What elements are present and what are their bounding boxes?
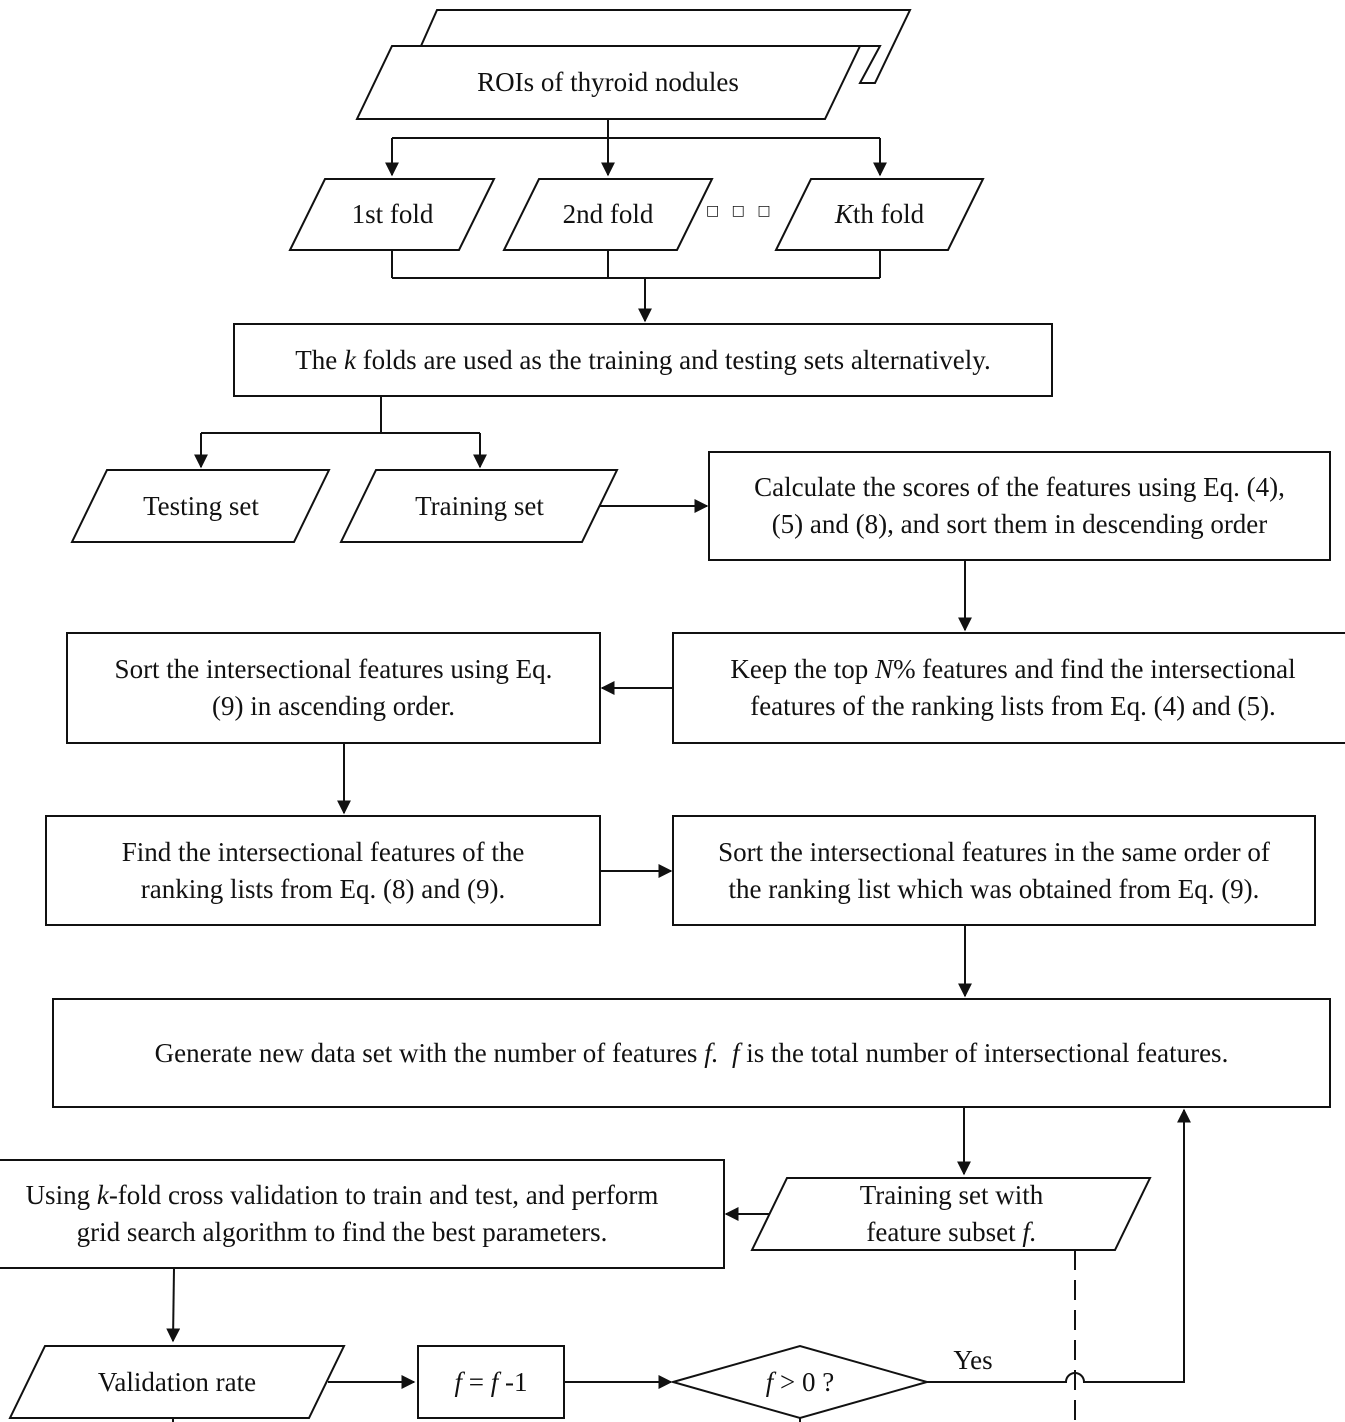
keep-top-label: Keep the top N% features and find the in… bbox=[673, 633, 1345, 743]
generate-f1: f. bbox=[704, 1037, 719, 1068]
validation-rate-shape bbox=[8, 1345, 346, 1419]
fold-1-text: 1st fold bbox=[351, 199, 434, 229]
fold-1-shape bbox=[288, 178, 496, 251]
fold-k-italic: K bbox=[834, 199, 853, 229]
sort-same-shape bbox=[672, 815, 1316, 926]
roi-input-text: ROIs of thyroid nodules bbox=[477, 67, 739, 97]
fold-k-text: th fold bbox=[852, 199, 925, 229]
generate-f2: f bbox=[731, 1037, 740, 1068]
alternation-box-shape bbox=[233, 323, 1053, 397]
keep-top-post: % features and find the intersectional bbox=[893, 654, 1296, 684]
cross-validation-pre: Using bbox=[25, 1180, 97, 1210]
alternation-label: The k folds are used as the training and… bbox=[234, 324, 1052, 396]
cross-validation-label: Using k-fold cross validation to train a… bbox=[0, 1160, 724, 1268]
training-subset-shape bbox=[750, 1177, 1152, 1251]
alternation-post: folds are used as the training and testi… bbox=[355, 344, 991, 375]
find-intersect-label: Find the intersectional features of the … bbox=[46, 816, 600, 925]
testing-set-text: Testing set bbox=[143, 490, 259, 521]
cross-validation-line2: grid search algorithm to find the best p… bbox=[76, 1217, 608, 1247]
roi-shape-front bbox=[355, 45, 862, 120]
find-intersect-text: Find the intersectional features of the … bbox=[121, 836, 525, 904]
decrement-shape bbox=[417, 1345, 565, 1419]
calc-scores-label: Calculate the scores of the features usi… bbox=[709, 452, 1330, 560]
sort-asc-label: Sort the intersectional features using E… bbox=[67, 633, 600, 743]
cross-validation-shape bbox=[0, 1159, 725, 1269]
generate-label: Generate new data set with the number of… bbox=[53, 999, 1330, 1107]
generate-pre: Generate new data set with the number of… bbox=[154, 1037, 705, 1068]
fold-k-label: Kth fold bbox=[787, 179, 972, 250]
yes-text: Yes bbox=[953, 1344, 993, 1375]
validation-rate-text: Validation rate bbox=[97, 1366, 257, 1397]
validation-rate-label: Validation rate bbox=[27, 1346, 327, 1418]
keep-top-pre: Keep the top bbox=[730, 654, 876, 684]
sort-same-label: Sort the intersectional features in the … bbox=[673, 816, 1315, 925]
generate-post: is the total number of intersectional fe… bbox=[739, 1037, 1229, 1068]
fold-2-shape bbox=[502, 178, 714, 251]
testing-set-shape bbox=[70, 469, 331, 543]
decrement-f-b: f bbox=[490, 1366, 499, 1397]
alternation-k: k bbox=[343, 344, 356, 375]
fold-ellipsis: □ □ □ bbox=[706, 203, 775, 219]
roi-input-label: ROIs of thyroid nodules bbox=[370, 46, 846, 119]
training-subset-line1: Training set with bbox=[859, 1180, 1044, 1210]
condition-f: f bbox=[765, 1366, 774, 1397]
sort-asc-text: Sort the intersectional features using E… bbox=[114, 654, 553, 721]
fold-k-shape bbox=[774, 178, 985, 251]
generate-mid bbox=[718, 1038, 732, 1068]
decrement-eq: = bbox=[462, 1366, 491, 1397]
condition-rest: > 0 ? bbox=[773, 1366, 835, 1397]
decrement-label: f = f -1 bbox=[418, 1346, 564, 1418]
cross-validation-k: k bbox=[96, 1180, 109, 1210]
keep-top-line2: features of the ranking lists from Eq. (… bbox=[750, 691, 1276, 721]
sort-asc-shape bbox=[66, 632, 601, 744]
yes-label: Yes bbox=[940, 1340, 1006, 1380]
fold-2-label: 2nd fold bbox=[515, 179, 701, 250]
training-set-text: Training set bbox=[415, 490, 544, 521]
fold-2-text: 2nd fold bbox=[562, 199, 654, 229]
training-set-shape bbox=[339, 469, 619, 543]
generate-shape bbox=[52, 998, 1331, 1108]
sort-same-text: Sort the intersectional features in the … bbox=[718, 836, 1270, 904]
decrement-f-a: f bbox=[454, 1366, 462, 1397]
find-intersect-shape bbox=[45, 815, 601, 926]
testing-set-label: Testing set bbox=[90, 470, 312, 542]
training-subset-label: Training set with feature subset f. bbox=[770, 1178, 1133, 1250]
condition-label: f > 0 ? bbox=[673, 1346, 927, 1418]
training-subset-f: f. bbox=[1022, 1217, 1037, 1247]
cross-validation-post: -fold cross validation to train and test… bbox=[108, 1180, 659, 1210]
training-set-label: Training set bbox=[359, 470, 600, 542]
fold-1-label: 1st fold bbox=[300, 179, 485, 250]
training-subset-line2-pre: feature subset bbox=[866, 1217, 1023, 1247]
decrement-minus: -1 bbox=[498, 1366, 528, 1397]
calc-scores-text: Calculate the scores of the features usi… bbox=[754, 472, 1285, 539]
keep-top-n: N bbox=[875, 654, 894, 684]
alternation-pre: The bbox=[295, 344, 344, 375]
calc-scores-shape bbox=[708, 451, 1331, 561]
